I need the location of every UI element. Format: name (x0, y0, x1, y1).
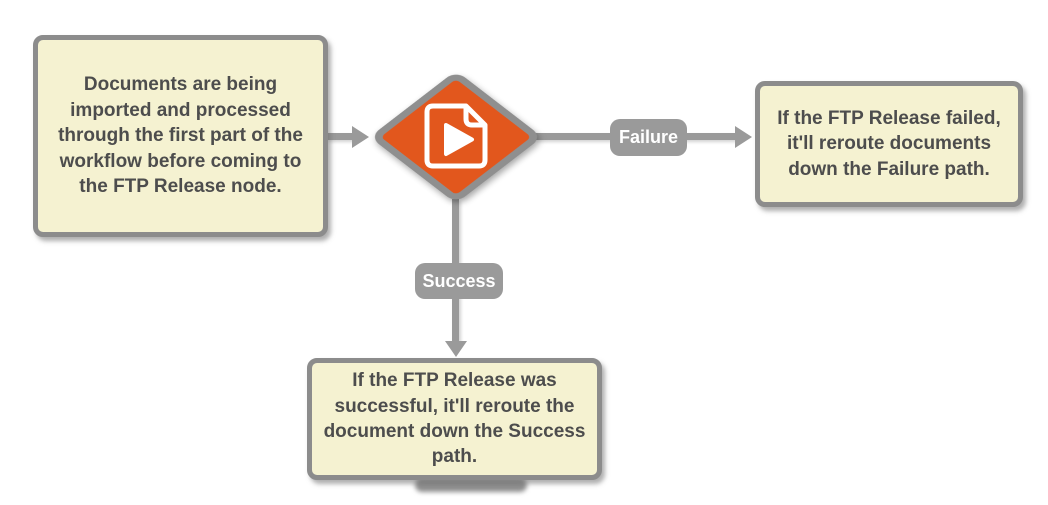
failure-edge-label: Failure (610, 119, 687, 156)
failure-note: If the FTP Release failed, it'll reroute… (755, 81, 1023, 207)
arrowhead-right-icon (735, 126, 752, 148)
document-play-icon (424, 103, 488, 169)
arrowhead-right-icon (352, 126, 369, 148)
obscured-node-shadow (415, 478, 527, 492)
arrowhead-down-icon (445, 341, 467, 357)
success-edge-label: Success (415, 263, 503, 299)
connector-intro-to-node (326, 133, 354, 140)
success-note: If the FTP Release was successful, it'll… (307, 358, 602, 480)
intro-note: Documents are being imported and process… (33, 35, 328, 237)
